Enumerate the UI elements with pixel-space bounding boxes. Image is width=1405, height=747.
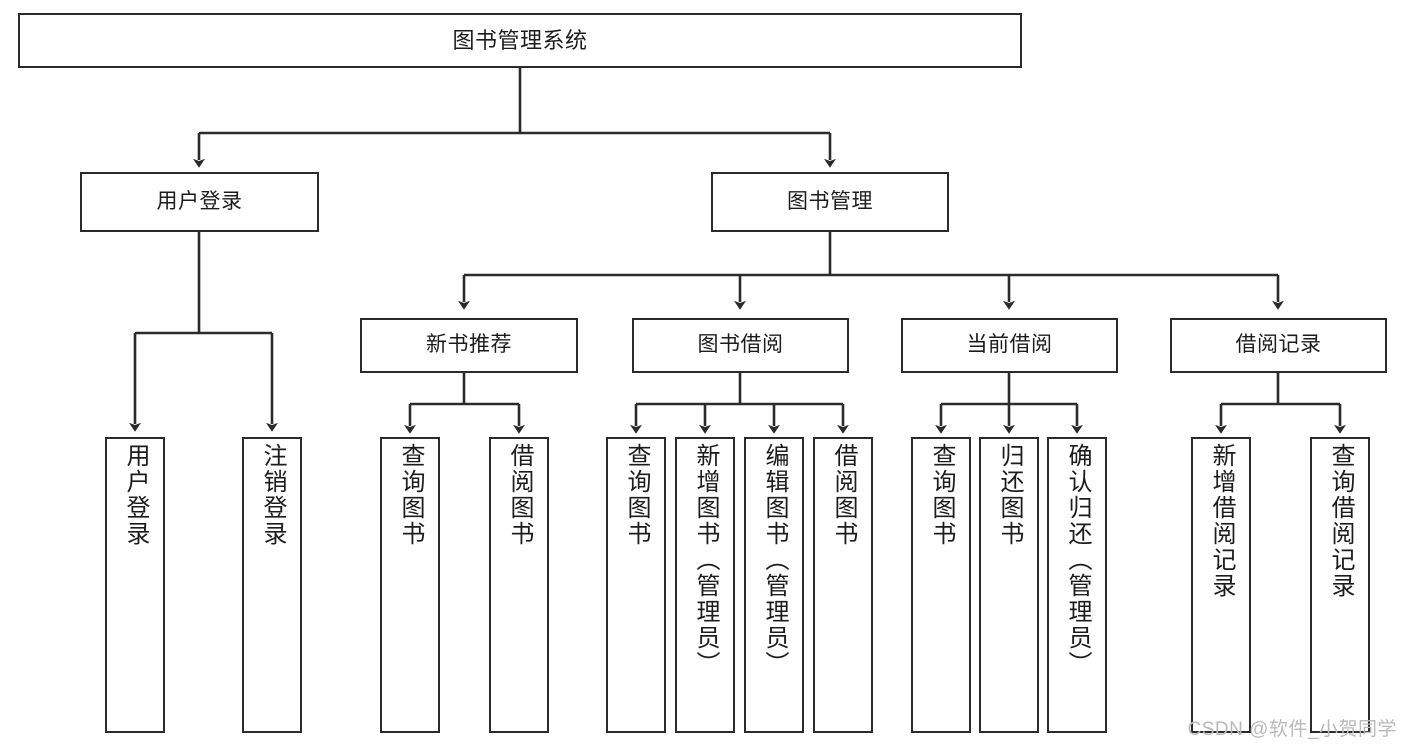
leaf-return-book[interactable]: 归还图书 [979,437,1039,733]
node-book-manage-label: 图书管理 [787,189,873,213]
node-root[interactable]: 图书管理系统 [18,13,1022,68]
leaf-query-book-3[interactable]: 查询图书 [911,437,971,733]
leaf-return-book-label: 归还图书 [996,443,1023,547]
leaf-user-login[interactable]: 用户登录 [105,437,165,733]
leaf-query-record-label: 查询借阅记录 [1327,443,1354,599]
node-current-borrow[interactable]: 当前借阅 [901,318,1118,373]
leaf-borrow-book-2-label: 借阅图书 [830,443,857,547]
leaf-query-book-3-label: 查询图书 [928,443,955,547]
node-user-login-label: 用户登录 [156,189,243,213]
node-book-manage[interactable]: 图书管理 [711,172,949,232]
leaf-borrow-book-1-label: 借阅图书 [506,443,533,547]
leaf-user-login-label: 用户登录 [122,443,149,547]
leaf-add-book-label: 新增图书（管理员） [692,443,719,677]
leaf-add-record[interactable]: 新增借阅记录 [1191,437,1251,733]
leaf-query-book-2[interactable]: 查询图书 [606,437,666,733]
node-book-borrow-label: 图书借阅 [697,333,784,357]
node-book-borrow[interactable]: 图书借阅 [632,318,849,373]
leaf-query-book-2-label: 查询图书 [623,443,650,547]
leaf-borrow-book-1[interactable]: 借阅图书 [489,437,549,733]
node-user-login[interactable]: 用户登录 [80,172,319,232]
node-borrow-record-label: 借阅记录 [1235,333,1322,357]
leaf-query-book-1-label: 查询图书 [397,443,424,547]
leaf-confirm-return[interactable]: 确认归还（管理员） [1047,437,1107,733]
leaf-query-record[interactable]: 查询借阅记录 [1310,437,1370,733]
node-borrow-record[interactable]: 借阅记录 [1170,318,1387,373]
node-new-book-recommend[interactable]: 新书推荐 [360,318,578,373]
leaf-add-book[interactable]: 新增图书（管理员） [675,437,735,733]
node-current-borrow-label: 当前借阅 [966,333,1053,357]
leaf-user-logout-label: 注销登录 [259,443,286,547]
node-root-label: 图书管理系统 [452,27,588,53]
leaf-add-record-label: 新增借阅记录 [1208,443,1235,599]
leaf-borrow-book-2[interactable]: 借阅图书 [813,437,873,733]
leaf-edit-book-label: 编辑图书（管理员） [761,443,788,677]
leaf-edit-book[interactable]: 编辑图书（管理员） [744,437,804,733]
leaf-query-book-1[interactable]: 查询图书 [380,437,440,733]
leaf-user-logout[interactable]: 注销登录 [242,437,302,733]
leaf-confirm-return-label: 确认归还（管理员） [1064,443,1091,677]
node-new-book-recommend-label: 新书推荐 [426,333,512,357]
